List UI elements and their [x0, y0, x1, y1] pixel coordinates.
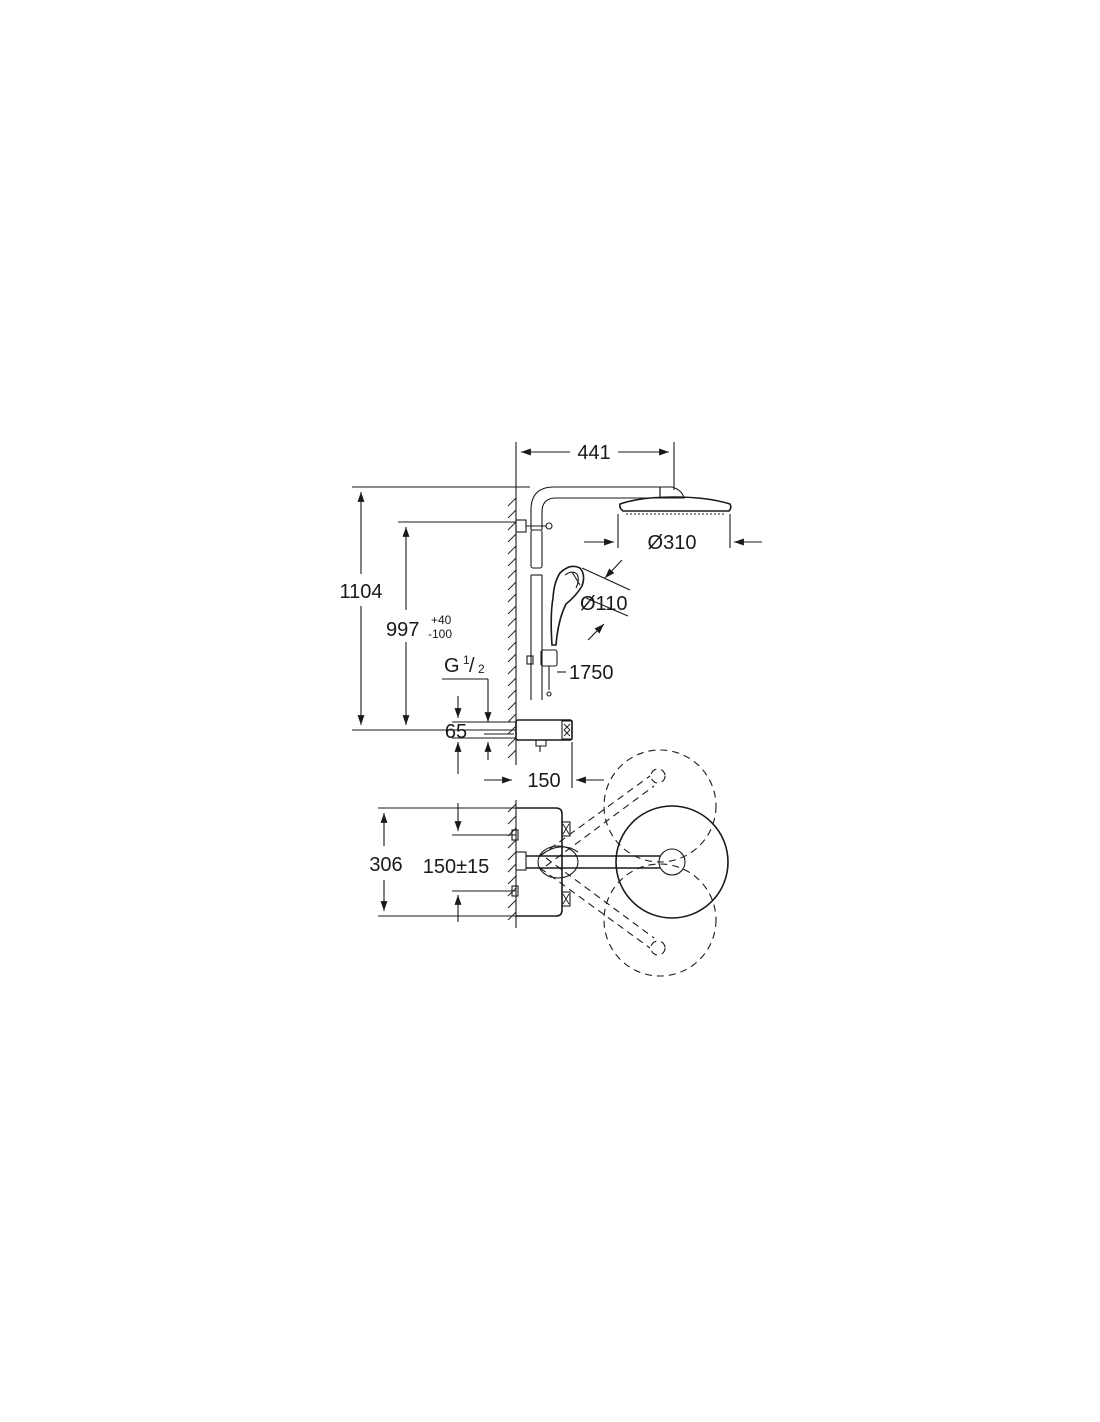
label-thread-num: 1 [463, 653, 470, 667]
plan-view: 306 150±15 [369, 749, 729, 977]
wall-side [507, 488, 517, 765]
dim-thread: G 1 / 2 [442, 653, 492, 722]
arm-plan [515, 845, 660, 879]
label-hose-length: 1750 [569, 662, 614, 684]
wall-bracket [515, 519, 553, 569]
label-tolerance-minus: -100 [428, 627, 452, 641]
label-hand-shower-diameter: Ø110 [580, 593, 627, 615]
dim-projection: 150 [484, 742, 604, 792]
label-connection-spacing: 150±15 [423, 856, 490, 878]
shower-arm [530, 486, 685, 530]
dim-plan-width: 306 [369, 807, 516, 917]
label-total-height: 1104 [339, 581, 382, 603]
wall-plan [507, 800, 517, 928]
head-shower-profile [619, 496, 732, 515]
thermostat-side [515, 719, 573, 752]
slide-holder [526, 649, 558, 697]
label-rail-height: 997 [386, 619, 419, 641]
label-head-diameter: Ø310 [648, 532, 697, 554]
label-inlet-offset: 65 [445, 721, 467, 743]
thermostat-plan [511, 807, 571, 917]
hand-shower [550, 565, 585, 646]
label-projection: 150 [527, 770, 560, 792]
label-width-top: 441 [577, 442, 610, 464]
dim-rail-height: 997 +40 -100 [386, 521, 516, 725]
label-thread-den: 2 [478, 662, 485, 676]
riser-rail [530, 574, 543, 700]
dim-connection-spacing: 150±15 [423, 803, 516, 922]
label-thread-main: G [444, 655, 460, 677]
dim-hand-shower-diameter: Ø110 [580, 559, 631, 641]
dim-hose-length: 1750 [557, 662, 614, 684]
side-elevation-view: 441 Ø310 Ø110 1750 11 [339, 442, 762, 792]
dim-inlet-offset: 65 [445, 696, 516, 774]
label-plan-width: 306 [369, 854, 402, 876]
label-thread-slash: / [469, 655, 475, 677]
dim-width-top: 441 [515, 442, 675, 490]
label-tolerance-plus: +40 [431, 613, 452, 627]
head-shower-plan [615, 805, 729, 919]
dim-total-height: 1104 [339, 486, 530, 731]
dim-head-diameter: Ø310 [584, 514, 762, 554]
swivel-positions [539, 749, 717, 977]
